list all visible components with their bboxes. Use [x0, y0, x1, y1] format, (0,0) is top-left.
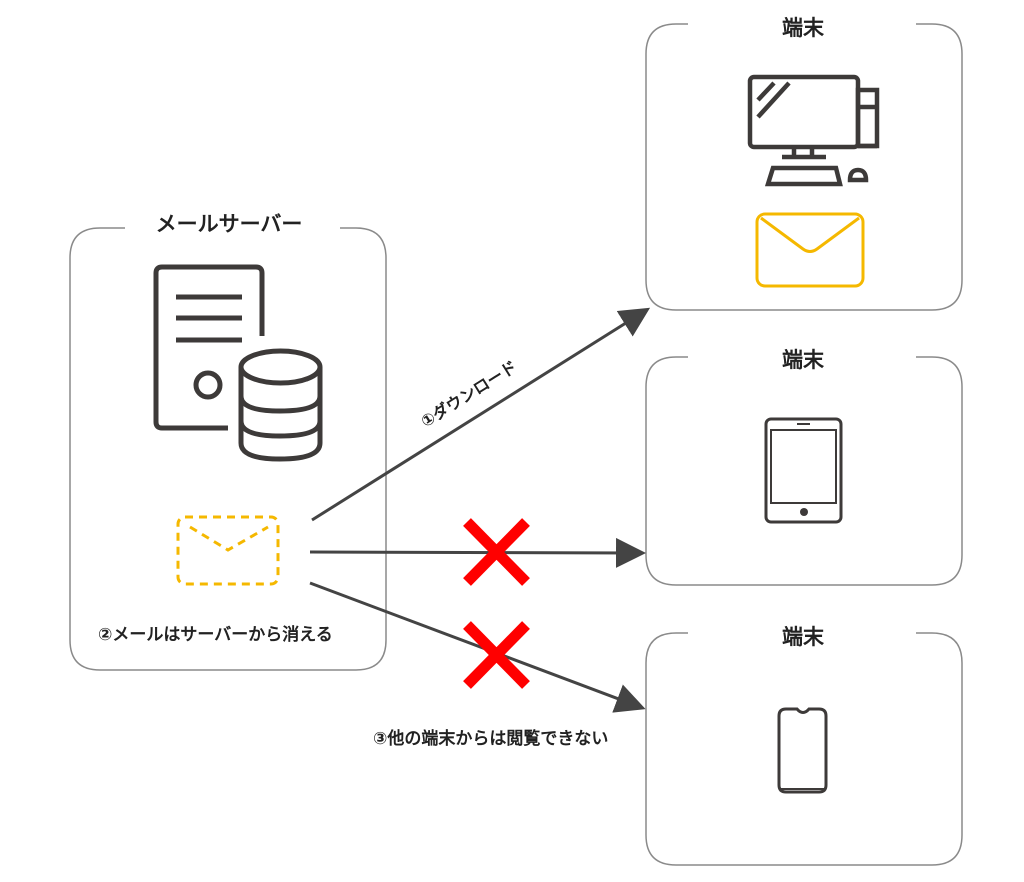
arrow-blocked-phone	[309, 581, 646, 713]
cross-icon	[463, 518, 530, 586]
server-box	[69, 227, 387, 671]
terminal-box-3	[645, 632, 963, 866]
server-note: ②メールはサーバーから消える	[98, 625, 333, 645]
server-icon	[153, 264, 265, 431]
terminal-box-2	[645, 356, 963, 586]
terminal-1-title: 端末	[768, 12, 838, 42]
arrow-blocked-tablet	[309, 537, 646, 568]
arrow-download	[311, 307, 651, 522]
desktop-computer-icon	[747, 74, 880, 187]
server-box-title: メールサーバー	[141, 208, 317, 238]
terminal-2-title: 端末	[768, 344, 838, 374]
mail-icon	[755, 212, 865, 288]
dashed-mail-icon	[176, 515, 280, 586]
terminal-3-title: 端末	[768, 621, 838, 651]
terminal-box-1	[645, 23, 963, 311]
tablet-icon	[764, 417, 843, 524]
cross-icon	[463, 621, 530, 689]
smartphone-icon	[777, 707, 828, 794]
database-icon	[238, 348, 323, 462]
bottom-note: ③他の端末からは閲覧できない	[373, 729, 609, 749]
